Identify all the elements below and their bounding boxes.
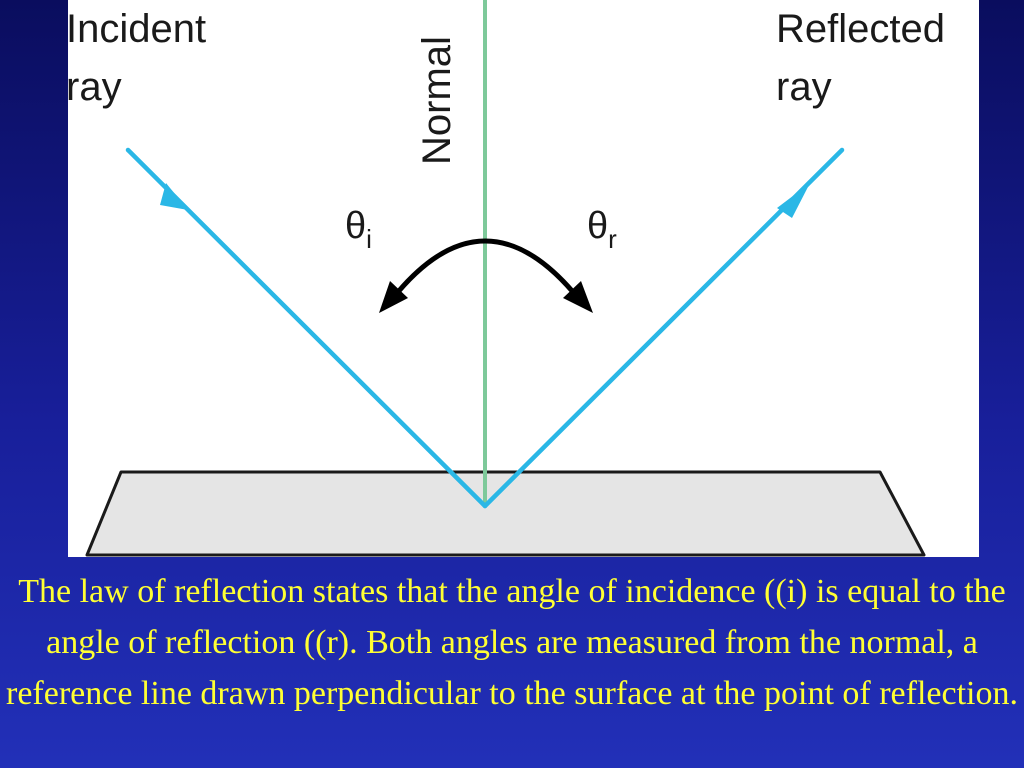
theta-i-subscript: i: [366, 224, 372, 254]
theta-i-symbol: θ: [345, 205, 366, 247]
incident-arrowhead-icon: [160, 183, 188, 210]
reflected-ray-label-line2: ray: [776, 65, 832, 109]
caption-text: The law of reflection states that the an…: [6, 573, 1018, 712]
angle-of-incidence-label: θi: [345, 205, 372, 254]
incident-ray-label-line1: Incident: [68, 7, 206, 51]
reflecting-surface: [85, 470, 926, 557]
reflection-diagram: Incident ray Normal Reflected ray θi θr: [68, 0, 945, 557]
normal-label: Normal: [415, 36, 459, 165]
theta-r-symbol: θ: [587, 205, 608, 247]
diagram-panel: Incident ray Normal Reflected ray θi θr: [68, 0, 979, 557]
angle-arc: [396, 238, 575, 294]
angle-arrowhead-right-icon: [563, 281, 593, 313]
angle-arrowhead-left-icon: [379, 281, 408, 313]
incident-ray-label-line2: ray: [68, 65, 122, 109]
incident-ray: [125, 147, 488, 509]
theta-r-subscript: r: [608, 224, 617, 254]
angle-of-reflection-label: θr: [587, 205, 617, 254]
reflected-ray-label-line1: Reflected: [776, 7, 945, 51]
reflected-arrowhead-icon: [777, 183, 810, 218]
